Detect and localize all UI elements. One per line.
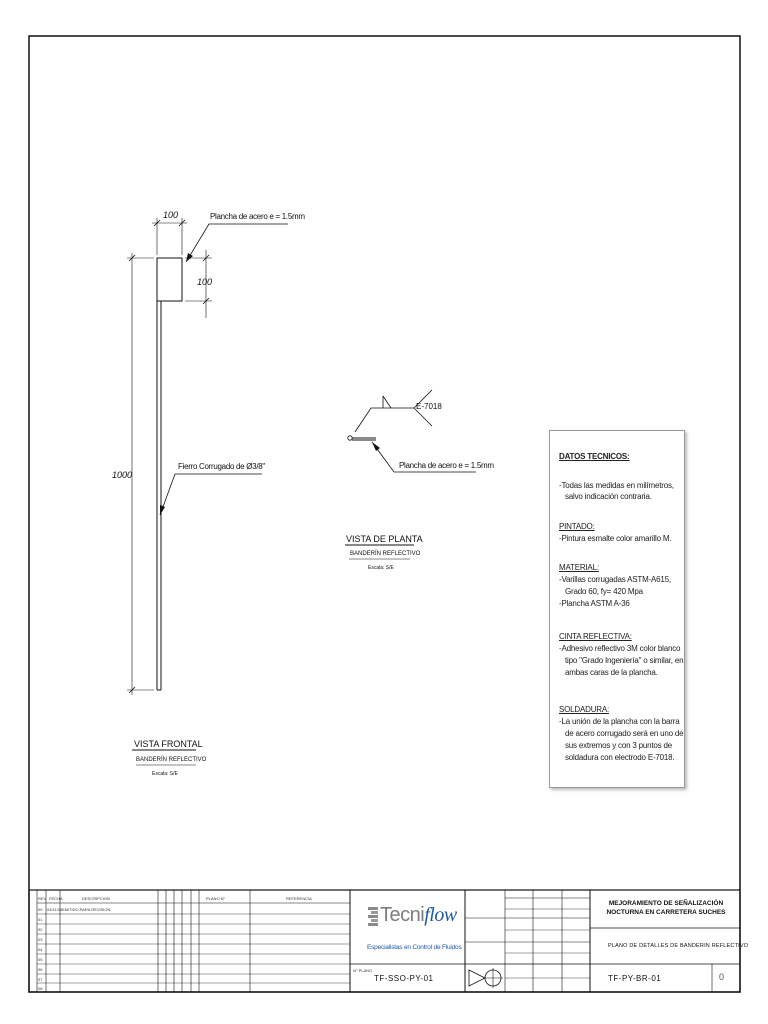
rev-header-description: DESCRIPCION [82, 896, 110, 901]
rev-number: 08 [38, 986, 43, 991]
notes-title: DATOS TECNICOS: [559, 452, 630, 461]
rev-number: 04 [38, 947, 43, 952]
notes-pintado-heading: PINTADO: [559, 522, 595, 531]
planta-view-geometry [345, 389, 476, 560]
flag-plate-shape [156, 257, 183, 302]
logo-wordmark: Tecniflow [380, 904, 457, 927]
notes-material-line: -Plancha ASTM A-36 [559, 599, 630, 608]
tecniflow-logo-mark [368, 907, 378, 926]
rev-header-date: FECHA [49, 896, 63, 901]
planta-scale: Escala: S/E [368, 565, 394, 571]
logo-tecni: Tecni [380, 904, 425, 926]
rev-number: 05 [38, 957, 43, 962]
notes-cinta-line: -Adhesivo reflectivo 3M color blanco [559, 644, 681, 653]
client-plan-number: TF-SSO-PY-01 [374, 974, 434, 983]
frontal-view-geometry [127, 218, 288, 766]
frontal-dim-height: 100 [197, 277, 213, 287]
rev-header-rev: REV [38, 896, 47, 901]
notes-soldadura-line: -La unión de la plancha con la barra [559, 717, 680, 726]
frontal-dim-total: 1000 [112, 470, 133, 480]
drawing-revision: 0 [719, 972, 725, 982]
rev-number: 01 [38, 917, 43, 922]
rev-row-date: 04/11/14 [47, 907, 63, 912]
notes-cinta-line: ambas caras de la plancha. [565, 668, 658, 677]
notes-cinta-heading: CINTA REFLECTIVA: [559, 632, 632, 641]
notes-soldadura-line: sus extremos y con 3 puntos de [565, 741, 672, 750]
frontal-dim-width: 100 [163, 210, 179, 220]
rev-number: 07 [38, 977, 43, 982]
notes-material-line: Grado 60, fy= 420 Mpa [565, 587, 643, 596]
frontal-view-title: VISTA FRONTAL [134, 739, 203, 749]
rev-number: 06 [38, 967, 43, 972]
logo-flow: flow [424, 904, 457, 926]
project-title-text: MEJORAMIENTO DE SEÑALIZACIÓN NOCTURNA EN… [606, 900, 726, 916]
frontal-bar-label: Fierro Corrugado de Ø3/8" [178, 462, 265, 471]
drawing-title: PLANO DE DETALLES DE BANDERIN REFLECTIVO [608, 943, 749, 949]
rev-number: 02 [38, 927, 43, 932]
reference-plan-header: PLANO N° [206, 896, 226, 901]
notes-cinta-line: tipo "Grado Ingeniería" o similar, en [565, 656, 684, 665]
notes-general-line: -Todas las medidas en milímetros, [559, 481, 674, 490]
notes-soldadura-heading: SOLDADURA: [559, 705, 610, 714]
notes-soldadura-line: de acero corrugado será en uno de [565, 729, 684, 738]
reference-desc-header: REFERENCIA [286, 896, 312, 901]
frontal-view-subtitle: BANDERÍN REFLECTIVO [136, 757, 207, 763]
planta-view-title: VISTA DE PLANTA [346, 534, 423, 544]
logo-tagline: Especialistas en Control de Fluidos [367, 944, 462, 951]
notes-material-heading: MATERIAL: [559, 563, 599, 572]
notes-pintado-line: -Pintura esmalte color amarillo M. [559, 534, 672, 543]
planta-view-subtitle: BANDERÍN REFLECTIVO [350, 551, 421, 557]
notes-material-line: -Varillas corrugadas ASTM-A615, [559, 575, 671, 584]
notes-soldadura-line: soldadura con electrodo E-7018. [565, 753, 675, 762]
rev-row-description: EMITIDO PARA REVISION [62, 907, 111, 912]
planta-plate-label: Plancha de acero e = 1.5mm [399, 461, 494, 470]
weld-symbol-label: E-7018 [416, 402, 442, 411]
drawing-number: TF-PY-BR-01 [608, 974, 662, 983]
frontal-plate-label: Plancha de acero e = 1.5mm [210, 212, 305, 221]
title-block-geometry [28, 889, 741, 993]
client-plan-label: N° PLANO [353, 968, 373, 973]
notes-general-line: salvo indicación contraria. [565, 492, 652, 501]
rev-row-number: 00 [38, 907, 43, 912]
technical-notes-box: DATOS TECNICOS: -Todas las medidas en mi… [549, 430, 685, 788]
project-title: MEJORAMIENTO DE SEÑALIZACIÓN NOCTURNA EN… [594, 899, 738, 917]
rev-number: 03 [38, 937, 43, 942]
frontal-scale: Escala: S/E [152, 771, 178, 777]
